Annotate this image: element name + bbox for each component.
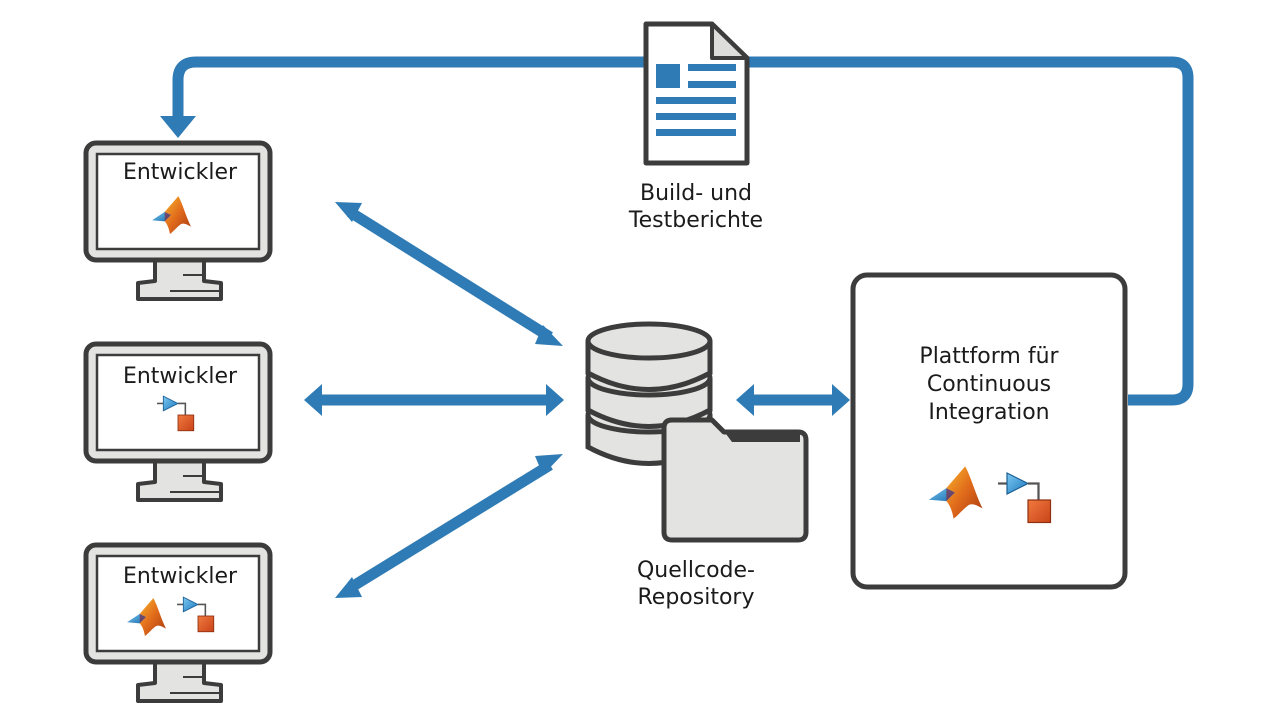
arrow-dev2-repo bbox=[304, 384, 564, 416]
developer-1-label: Entwickler bbox=[122, 160, 238, 185]
document-icon bbox=[643, 21, 750, 166]
monitor-stand bbox=[136, 660, 223, 703]
folder-icon bbox=[661, 417, 809, 543]
ci-platform-label-line2: Continuous bbox=[926, 372, 1052, 397]
arrow-dev3-repo bbox=[335, 454, 563, 598]
repository-label-line1: Quellcode- bbox=[636, 558, 755, 583]
report-label-line2: Testberichte bbox=[628, 208, 764, 233]
monitor-screen bbox=[95, 152, 261, 251]
report-label-line1: Build- und bbox=[639, 181, 752, 206]
repository-label-line2: Repository bbox=[637, 585, 755, 610]
report-label: Build- und Testberichte bbox=[596, 180, 796, 234]
developer-monitor-3 bbox=[83, 542, 273, 703]
feedback-loop-arrow bbox=[160, 56, 1194, 406]
arrow-dev1-repo bbox=[335, 202, 563, 346]
feedback-arrowhead bbox=[160, 116, 196, 138]
monitor-screen bbox=[95, 554, 261, 653]
arrow-repo-ci bbox=[736, 384, 850, 416]
ci-platform-box bbox=[850, 272, 1128, 590]
developer-monitor-2 bbox=[83, 341, 273, 502]
developer-2-label: Entwickler bbox=[122, 364, 238, 389]
developer-monitor-1 bbox=[83, 140, 273, 301]
monitor-screen bbox=[95, 353, 261, 452]
monitor-stand bbox=[136, 459, 223, 502]
repository-label: Quellcode- Repository bbox=[596, 557, 796, 611]
monitor-stand bbox=[136, 258, 223, 301]
developer-3-label: Entwickler bbox=[122, 564, 238, 589]
ci-platform-label-line1: Plattform für bbox=[919, 344, 1059, 369]
ci-platform-label-line3: Integration bbox=[928, 400, 1050, 425]
ci-platform-label: Plattform für Continuous Integration bbox=[859, 343, 1119, 427]
